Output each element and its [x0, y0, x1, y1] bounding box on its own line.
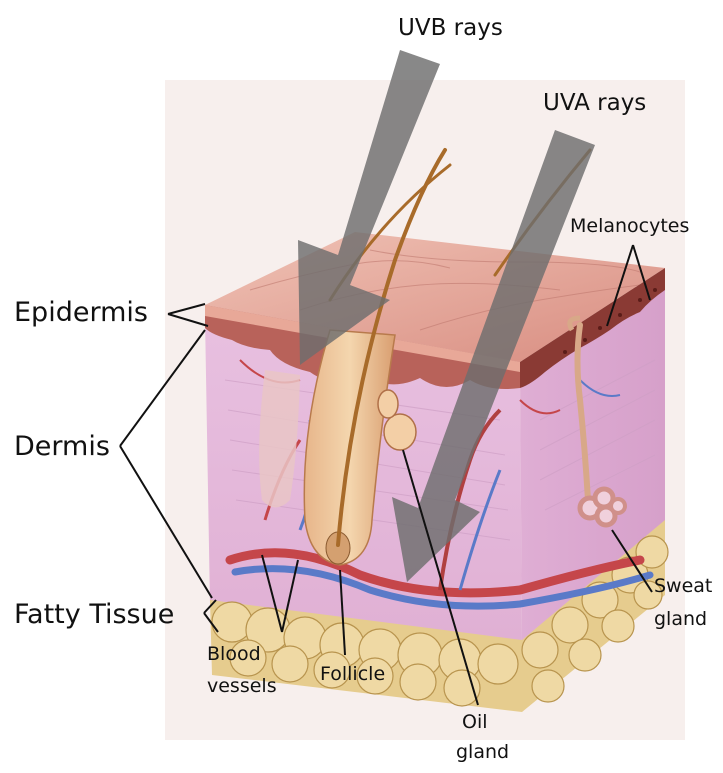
epidermis-label: Epidermis — [14, 297, 148, 328]
blood-vessels-label-line1: Blood — [207, 643, 261, 665]
melanocytes-label: Melanocytes — [570, 215, 689, 237]
oil-gland-label-line2: gland — [456, 741, 509, 763]
sweat-gland-label-line1: Sweat — [654, 575, 712, 597]
blood-vessels-label-line2: vessels — [207, 675, 277, 697]
sweat-gland-label-line2: gland — [654, 608, 707, 630]
dermis-label: Dermis — [14, 431, 110, 462]
fatty-tissue-label: Fatty Tissue — [14, 599, 174, 630]
uva-rays-label: UVA rays — [543, 90, 646, 116]
uvb-rays-label: UVB rays — [398, 15, 503, 41]
follicle-label: Follicle — [320, 663, 385, 685]
oil-gland-label-line1: Oil — [462, 711, 488, 733]
